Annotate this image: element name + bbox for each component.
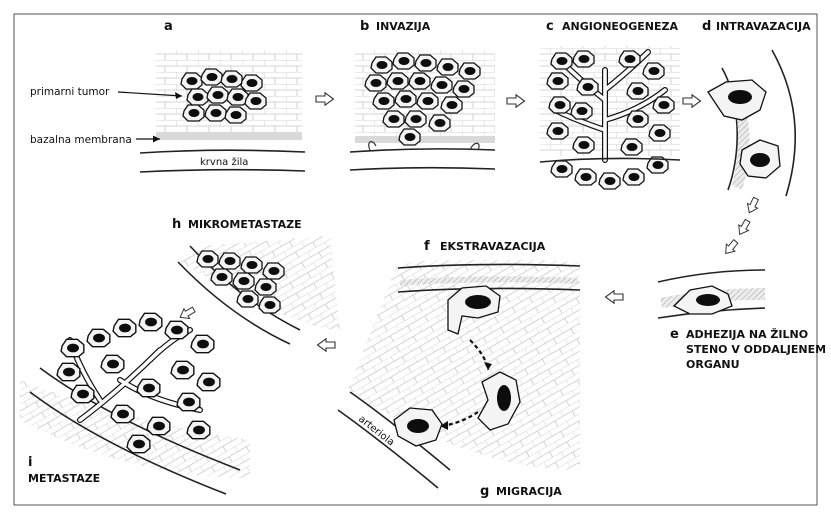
arrow-d-to-e-1 [744, 196, 761, 215]
arrow-c-to-d [683, 95, 701, 107]
arrow-h-to-i [177, 305, 196, 323]
vessel-wall-right [772, 50, 795, 196]
panel-a-letter: a [164, 19, 173, 34]
panel-e-title-line3: ORGANU [686, 358, 740, 371]
panel-b-letter: b [360, 19, 369, 34]
panel-e: e ADHEZIJA NA ŽILNO STENO V ODDALJENEM O… [658, 270, 826, 371]
panel-e-title-line1: ADHEZIJA NA ŽILNO [686, 328, 808, 341]
primary-tumor-label: primarni tumor [30, 86, 110, 98]
blood-vessel-label: krvna žila [200, 156, 248, 168]
panel-f-letter: f [424, 239, 430, 254]
panel-d: d INTRAVAZACIJA [702, 19, 811, 196]
panel-c-title: ANGIONEOGENEZA [562, 20, 679, 33]
arrow-e-to-f [606, 291, 624, 303]
panel-g: g MIGRACIJA [480, 484, 562, 499]
panel-c: c ANGIONEOGENEZA [540, 19, 680, 189]
arrow-b-to-c [507, 95, 525, 107]
panel-h-letter: h [172, 217, 181, 232]
panel-e-title-line2: STENO V ODDALJENEM [686, 343, 826, 356]
panel-i: i METASTAZE [20, 313, 250, 494]
panel-g-letter: g [480, 484, 489, 499]
blood-vessel-wall-top [350, 149, 495, 152]
basal-membrane-band [355, 136, 495, 143]
panel-f: f EKSTRAVAZACIJA arteriola [338, 239, 580, 488]
panel-i-letter: i [28, 455, 32, 470]
panel-g-title: MIGRACIJA [496, 485, 562, 498]
arrow-g-to-i [318, 339, 336, 351]
panel-i-title: METASTAZE [28, 472, 100, 485]
panel-c-letter: c [546, 19, 554, 34]
panel-d-title: INTRAVAZACIJA [716, 20, 811, 33]
blood-vessel-wall-bottom [350, 168, 495, 170]
arteriole-label: arteriola [356, 414, 396, 449]
vessel-wall-top [658, 270, 765, 282]
panel-a: a krvna žila primarni tumor bazalna memb… [30, 19, 305, 172]
panel-h: h MIKROMETASTAZE [172, 217, 340, 344]
basal-membrane-label: bazalna membrana [30, 134, 132, 146]
blood-vessel-wall-top [140, 150, 305, 153]
panel-b: b INVAZIJA [350, 19, 495, 170]
basal-membrane-band [156, 132, 302, 140]
blood-vessel-wall-bottom [140, 170, 305, 172]
tissue-bricks [20, 380, 250, 478]
arrow-a-to-b [316, 93, 334, 105]
arrow-d-to-e-3 [721, 238, 740, 257]
panel-d-letter: d [702, 19, 711, 34]
arrow-d-to-e-2 [735, 218, 753, 237]
panel-h-title: MIKROMETASTAZE [188, 218, 302, 231]
panel-b-title: INVAZIJA [376, 20, 431, 33]
panel-f-title: EKSTRAVAZACIJA [440, 240, 546, 253]
panel-e-letter: e [670, 327, 679, 342]
